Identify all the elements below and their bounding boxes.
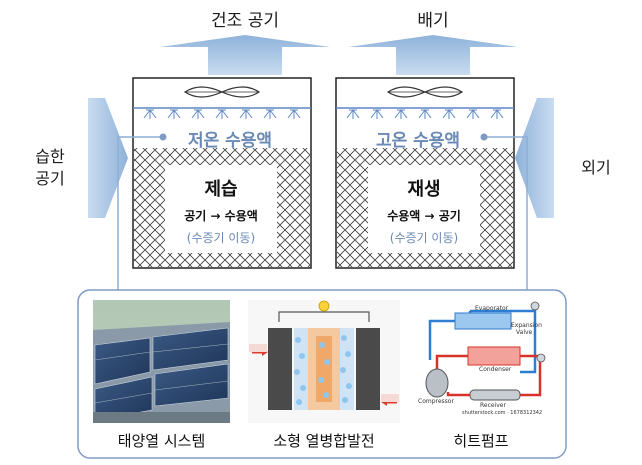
spray-nozzles bbox=[143, 109, 301, 119]
bubble bbox=[345, 351, 351, 357]
humid-air-arrow bbox=[88, 98, 128, 218]
cold-solution-label: 저온 수용액 bbox=[187, 131, 273, 151]
dehumidify-vapor-label: (수증기 이동) bbox=[186, 231, 256, 245]
spray-nozzle bbox=[418, 109, 432, 119]
dry-air-label: 건조 공기 bbox=[211, 11, 279, 31]
spray-nozzle bbox=[490, 109, 504, 119]
chp-label: 소형 열병합발전 bbox=[273, 432, 375, 450]
condenser-label: Condenser bbox=[479, 366, 512, 373]
exhaust-arrow bbox=[348, 35, 518, 75]
dry-air-arrow bbox=[160, 35, 330, 75]
exhaust-label: 배기 bbox=[417, 11, 449, 31]
bubble bbox=[300, 385, 306, 391]
bubble bbox=[295, 337, 301, 343]
regenerate-label: 재생 bbox=[407, 179, 441, 200]
fuel-cell-bubbles bbox=[294, 335, 352, 405]
spray-nozzle bbox=[263, 109, 277, 119]
fuel-cell-illustration bbox=[248, 300, 400, 423]
spray-nozzle bbox=[370, 109, 384, 119]
solar-photo bbox=[93, 300, 230, 423]
dehumidify-label: 제습 bbox=[204, 179, 238, 200]
spray-nozzle bbox=[191, 109, 205, 119]
spray-nozzle bbox=[239, 109, 253, 119]
heat-pump-illustration bbox=[405, 300, 557, 423]
solar-system-label: 태양열 시스템 bbox=[117, 432, 206, 450]
bubble bbox=[318, 377, 324, 383]
cold-solution-line bbox=[117, 136, 163, 290]
regenerator-box bbox=[335, 77, 515, 269]
humid-air-line-1: 습한 bbox=[35, 147, 65, 166]
hot-solution-label: 고온 수용액 bbox=[375, 131, 461, 151]
regenerate-vapor-label: (수증기 이동) bbox=[389, 231, 459, 245]
spray-nozzles bbox=[346, 109, 504, 119]
spray-nozzle bbox=[215, 109, 229, 119]
bubble bbox=[342, 397, 348, 403]
hot-solution-line bbox=[484, 136, 528, 290]
bubble bbox=[294, 369, 300, 375]
bubble bbox=[296, 399, 302, 405]
receiver-label: Receiver bbox=[480, 402, 506, 409]
outside-air-arrow bbox=[515, 98, 554, 218]
evaporator-label: Evaporator bbox=[475, 305, 509, 312]
valve-label: Valve bbox=[516, 329, 533, 336]
spray-nozzle bbox=[394, 109, 408, 119]
bubble bbox=[323, 392, 329, 398]
spray-nozzle bbox=[287, 109, 301, 119]
dehumidify-flow-label: 공기 → 수용액 bbox=[184, 209, 258, 223]
bubble bbox=[340, 367, 346, 373]
compressor-label: Compressor bbox=[418, 398, 454, 405]
heat-pump-label: 히트펌프 bbox=[453, 432, 509, 450]
spray-nozzle bbox=[346, 109, 360, 119]
bubble bbox=[341, 335, 347, 341]
humid-air-line-2: 공기 bbox=[35, 169, 65, 188]
bubble bbox=[299, 353, 305, 359]
spray-nozzle bbox=[466, 109, 480, 119]
watermark-label: shutterstock.com · 1678312342 bbox=[462, 410, 543, 416]
spray-nozzle bbox=[442, 109, 456, 119]
expansion-label: Expansion bbox=[511, 322, 542, 329]
bubble bbox=[324, 359, 330, 365]
bubble bbox=[319, 342, 325, 348]
bubble bbox=[346, 383, 352, 389]
outside-air-label: 외기 bbox=[581, 158, 611, 177]
spray-nozzle bbox=[143, 109, 157, 119]
spray-nozzle bbox=[167, 109, 181, 119]
regenerate-flow-label: 수용액 → 공기 bbox=[387, 209, 461, 223]
humid-air-label: 습한 공기 bbox=[22, 146, 78, 190]
